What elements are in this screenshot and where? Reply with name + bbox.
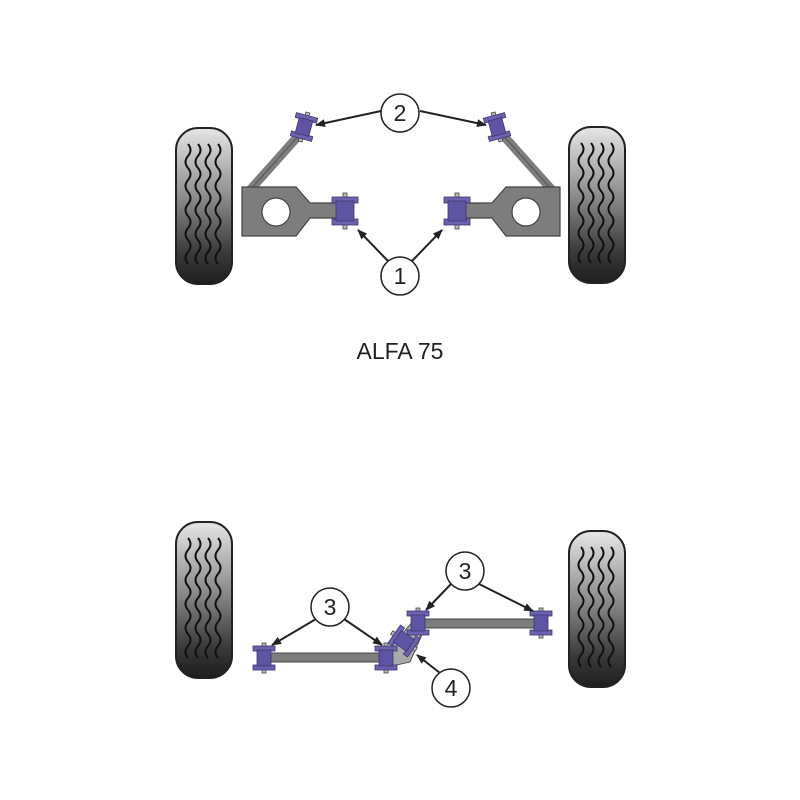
left-wishbone: [242, 134, 338, 236]
front-suspension: 2 1: [176, 93, 625, 296]
callout-1: 1: [380, 256, 420, 296]
rear-left-tire: [176, 522, 232, 678]
right-wishbone: [464, 134, 560, 236]
front-right-tire: [569, 127, 625, 283]
arrows-bottom: [271, 583, 534, 674]
front-left-tire: [176, 128, 232, 284]
arrows-top: [315, 110, 487, 262]
diagram-title: ALFA 75: [356, 338, 444, 364]
callout-3-right-label: 3: [459, 558, 472, 584]
left-link-bar: [261, 652, 389, 663]
callout-2: 2: [380, 93, 420, 133]
callout-1-label: 1: [394, 263, 407, 289]
callout-4-label: 4: [445, 675, 458, 701]
rear-right-tire: [569, 531, 625, 687]
bushing-1-right: [443, 192, 471, 230]
callout-2-label: 2: [394, 100, 407, 126]
rear-suspension: 3 3 4: [176, 522, 625, 708]
callout-3-left: 3: [310, 587, 350, 627]
callout-3-right: 3: [445, 551, 485, 591]
right-link-bar: [417, 618, 543, 629]
bushing-1-left: [331, 192, 359, 230]
callout-4: 4: [431, 668, 471, 708]
callout-3-left-label: 3: [324, 594, 337, 620]
